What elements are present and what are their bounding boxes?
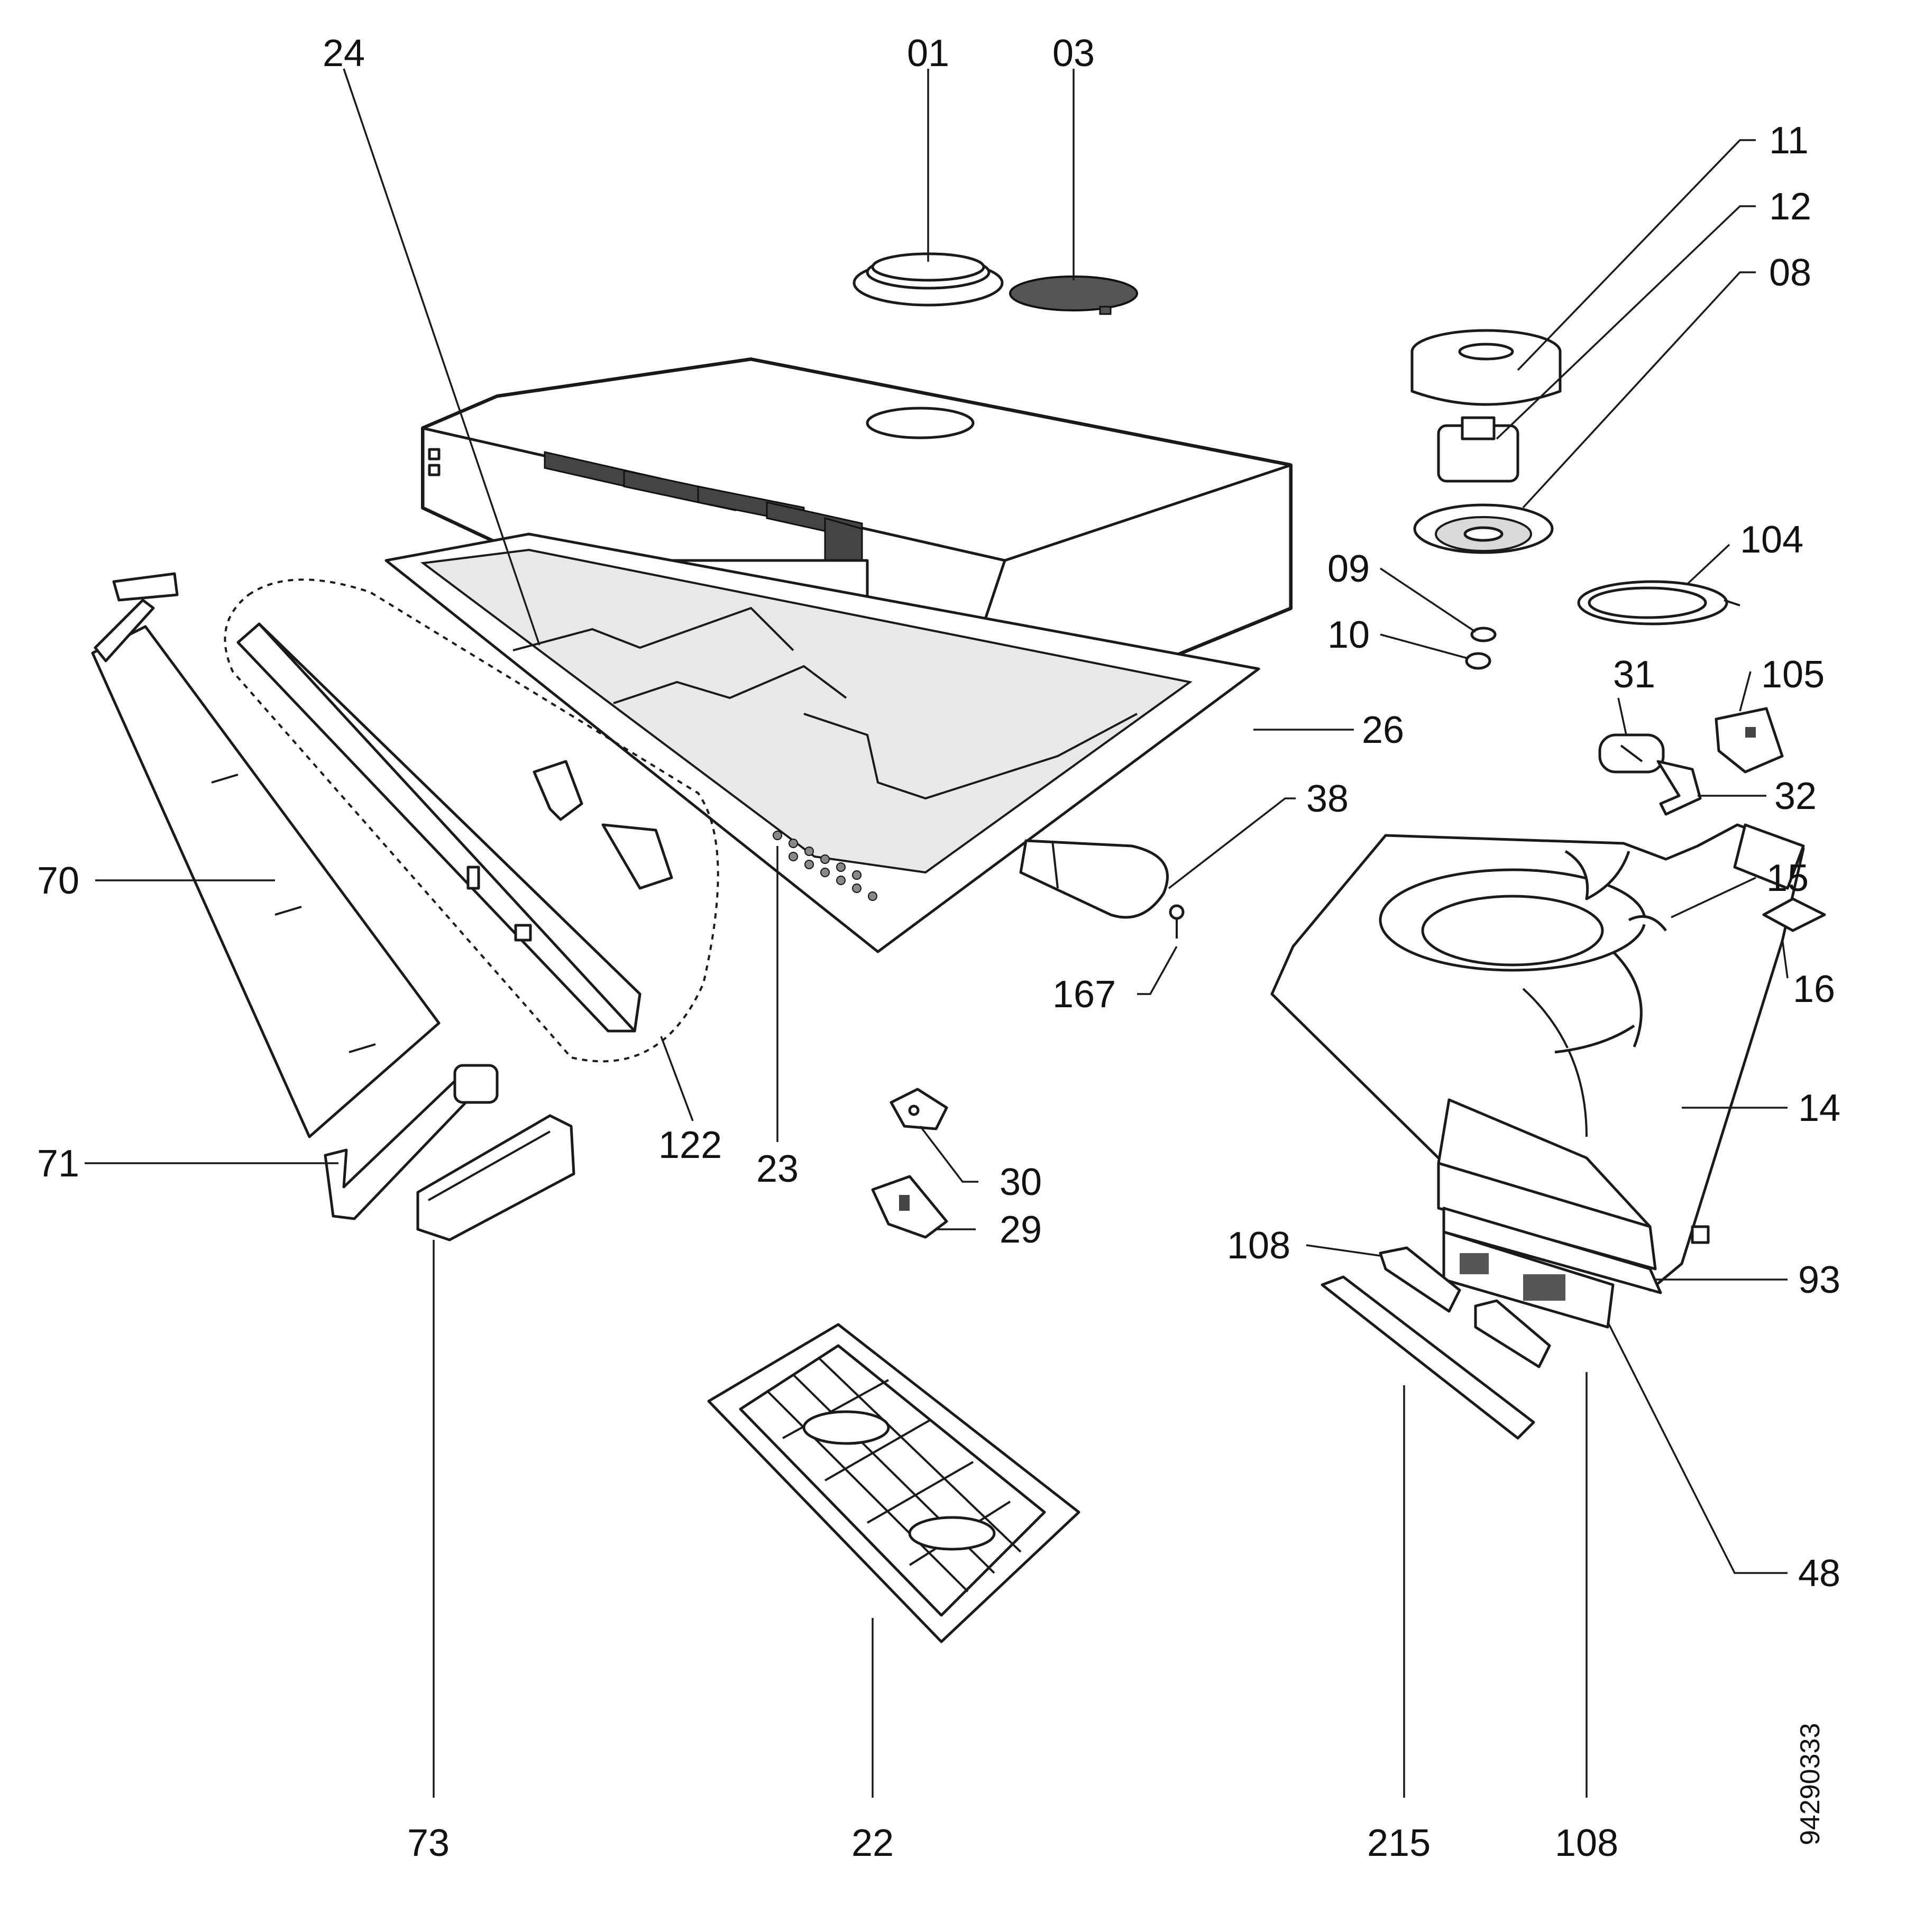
part-31-lamp — [1598, 733, 1665, 774]
filter-grid — [766, 1358, 1022, 1593]
label-30: 30 — [1000, 1161, 1042, 1203]
callout-labels: 24 01 03 11 12 08 09 10 104 31 105 32 26… — [37, 32, 1840, 1864]
part-105-connector — [1715, 707, 1784, 774]
part-08-fan-cup — [1413, 503, 1554, 554]
part-108-clip-upper — [1379, 1246, 1461, 1313]
label-108-lower: 108 — [1555, 1822, 1618, 1864]
label-15: 15 — [1766, 857, 1809, 899]
part-22-filter-frame — [707, 1323, 1080, 1643]
part-30-clip — [890, 1088, 948, 1130]
drawing-code: 94290333 — [1795, 1723, 1826, 1845]
label-93: 93 — [1798, 1259, 1840, 1301]
part-38-outlet — [1019, 839, 1169, 919]
perforation-dots — [773, 831, 877, 901]
label-108-upper: 108 — [1227, 1225, 1290, 1267]
label-10: 10 — [1327, 614, 1370, 656]
label-08: 08 — [1769, 252, 1811, 294]
label-32: 32 — [1774, 775, 1817, 817]
part-03-mesh-disc — [1009, 275, 1138, 315]
label-03: 03 — [1052, 32, 1095, 75]
label-16: 16 — [1793, 968, 1835, 1010]
part-10-grommet — [1465, 652, 1491, 670]
label-12: 12 — [1769, 186, 1811, 228]
label-215: 215 — [1367, 1822, 1431, 1864]
part-09-grommet — [1470, 627, 1497, 642]
part-71-bracket — [324, 1064, 499, 1220]
label-23: 23 — [756, 1148, 799, 1190]
label-22: 22 — [851, 1822, 894, 1864]
part-12-motor — [1437, 416, 1519, 483]
label-24: 24 — [323, 32, 365, 75]
label-167: 167 — [1052, 973, 1116, 1016]
label-48: 48 — [1798, 1552, 1840, 1595]
part-215-rail — [1321, 1275, 1535, 1440]
part-93-board-holder — [1437, 1162, 1710, 1294]
part-73-switch-block — [416, 1114, 575, 1241]
label-104: 104 — [1740, 519, 1803, 561]
part-104-lamp-cover — [1577, 580, 1740, 625]
label-71: 71 — [37, 1143, 79, 1185]
part-14-fan-housing — [1270, 823, 1805, 1292]
label-31: 31 — [1613, 654, 1655, 696]
label-01: 01 — [907, 32, 949, 75]
part-16-tab — [1762, 897, 1826, 932]
label-26: 26 — [1362, 709, 1404, 751]
label-09: 09 — [1327, 548, 1370, 590]
vent-slots — [544, 451, 863, 572]
label-105: 105 — [1761, 654, 1825, 696]
part-167-screw — [1169, 904, 1185, 939]
part-01-collar — [853, 252, 1004, 307]
part-29-switch — [871, 1175, 948, 1239]
part-108-clip-lower — [1474, 1299, 1551, 1368]
label-14: 14 — [1798, 1087, 1840, 1129]
label-29: 29 — [1000, 1209, 1042, 1251]
part-70-glass-panel — [91, 625, 441, 1138]
filter-tray — [384, 532, 1260, 953]
leader-lines — [85, 68, 1789, 1798]
part-48-circuit-board — [1442, 1230, 1615, 1329]
label-11: 11 — [1769, 119, 1809, 162]
part-11-fan-wheel — [1410, 329, 1562, 406]
part-70-clip — [94, 572, 179, 663]
part-122-control-bar — [224, 578, 719, 1063]
part-32-lamp-holder — [1656, 760, 1702, 816]
label-38: 38 — [1306, 778, 1349, 820]
part-15-deflector — [1628, 915, 1667, 932]
label-73: 73 — [407, 1822, 450, 1864]
label-122: 122 — [658, 1124, 722, 1166]
label-70: 70 — [37, 860, 79, 902]
